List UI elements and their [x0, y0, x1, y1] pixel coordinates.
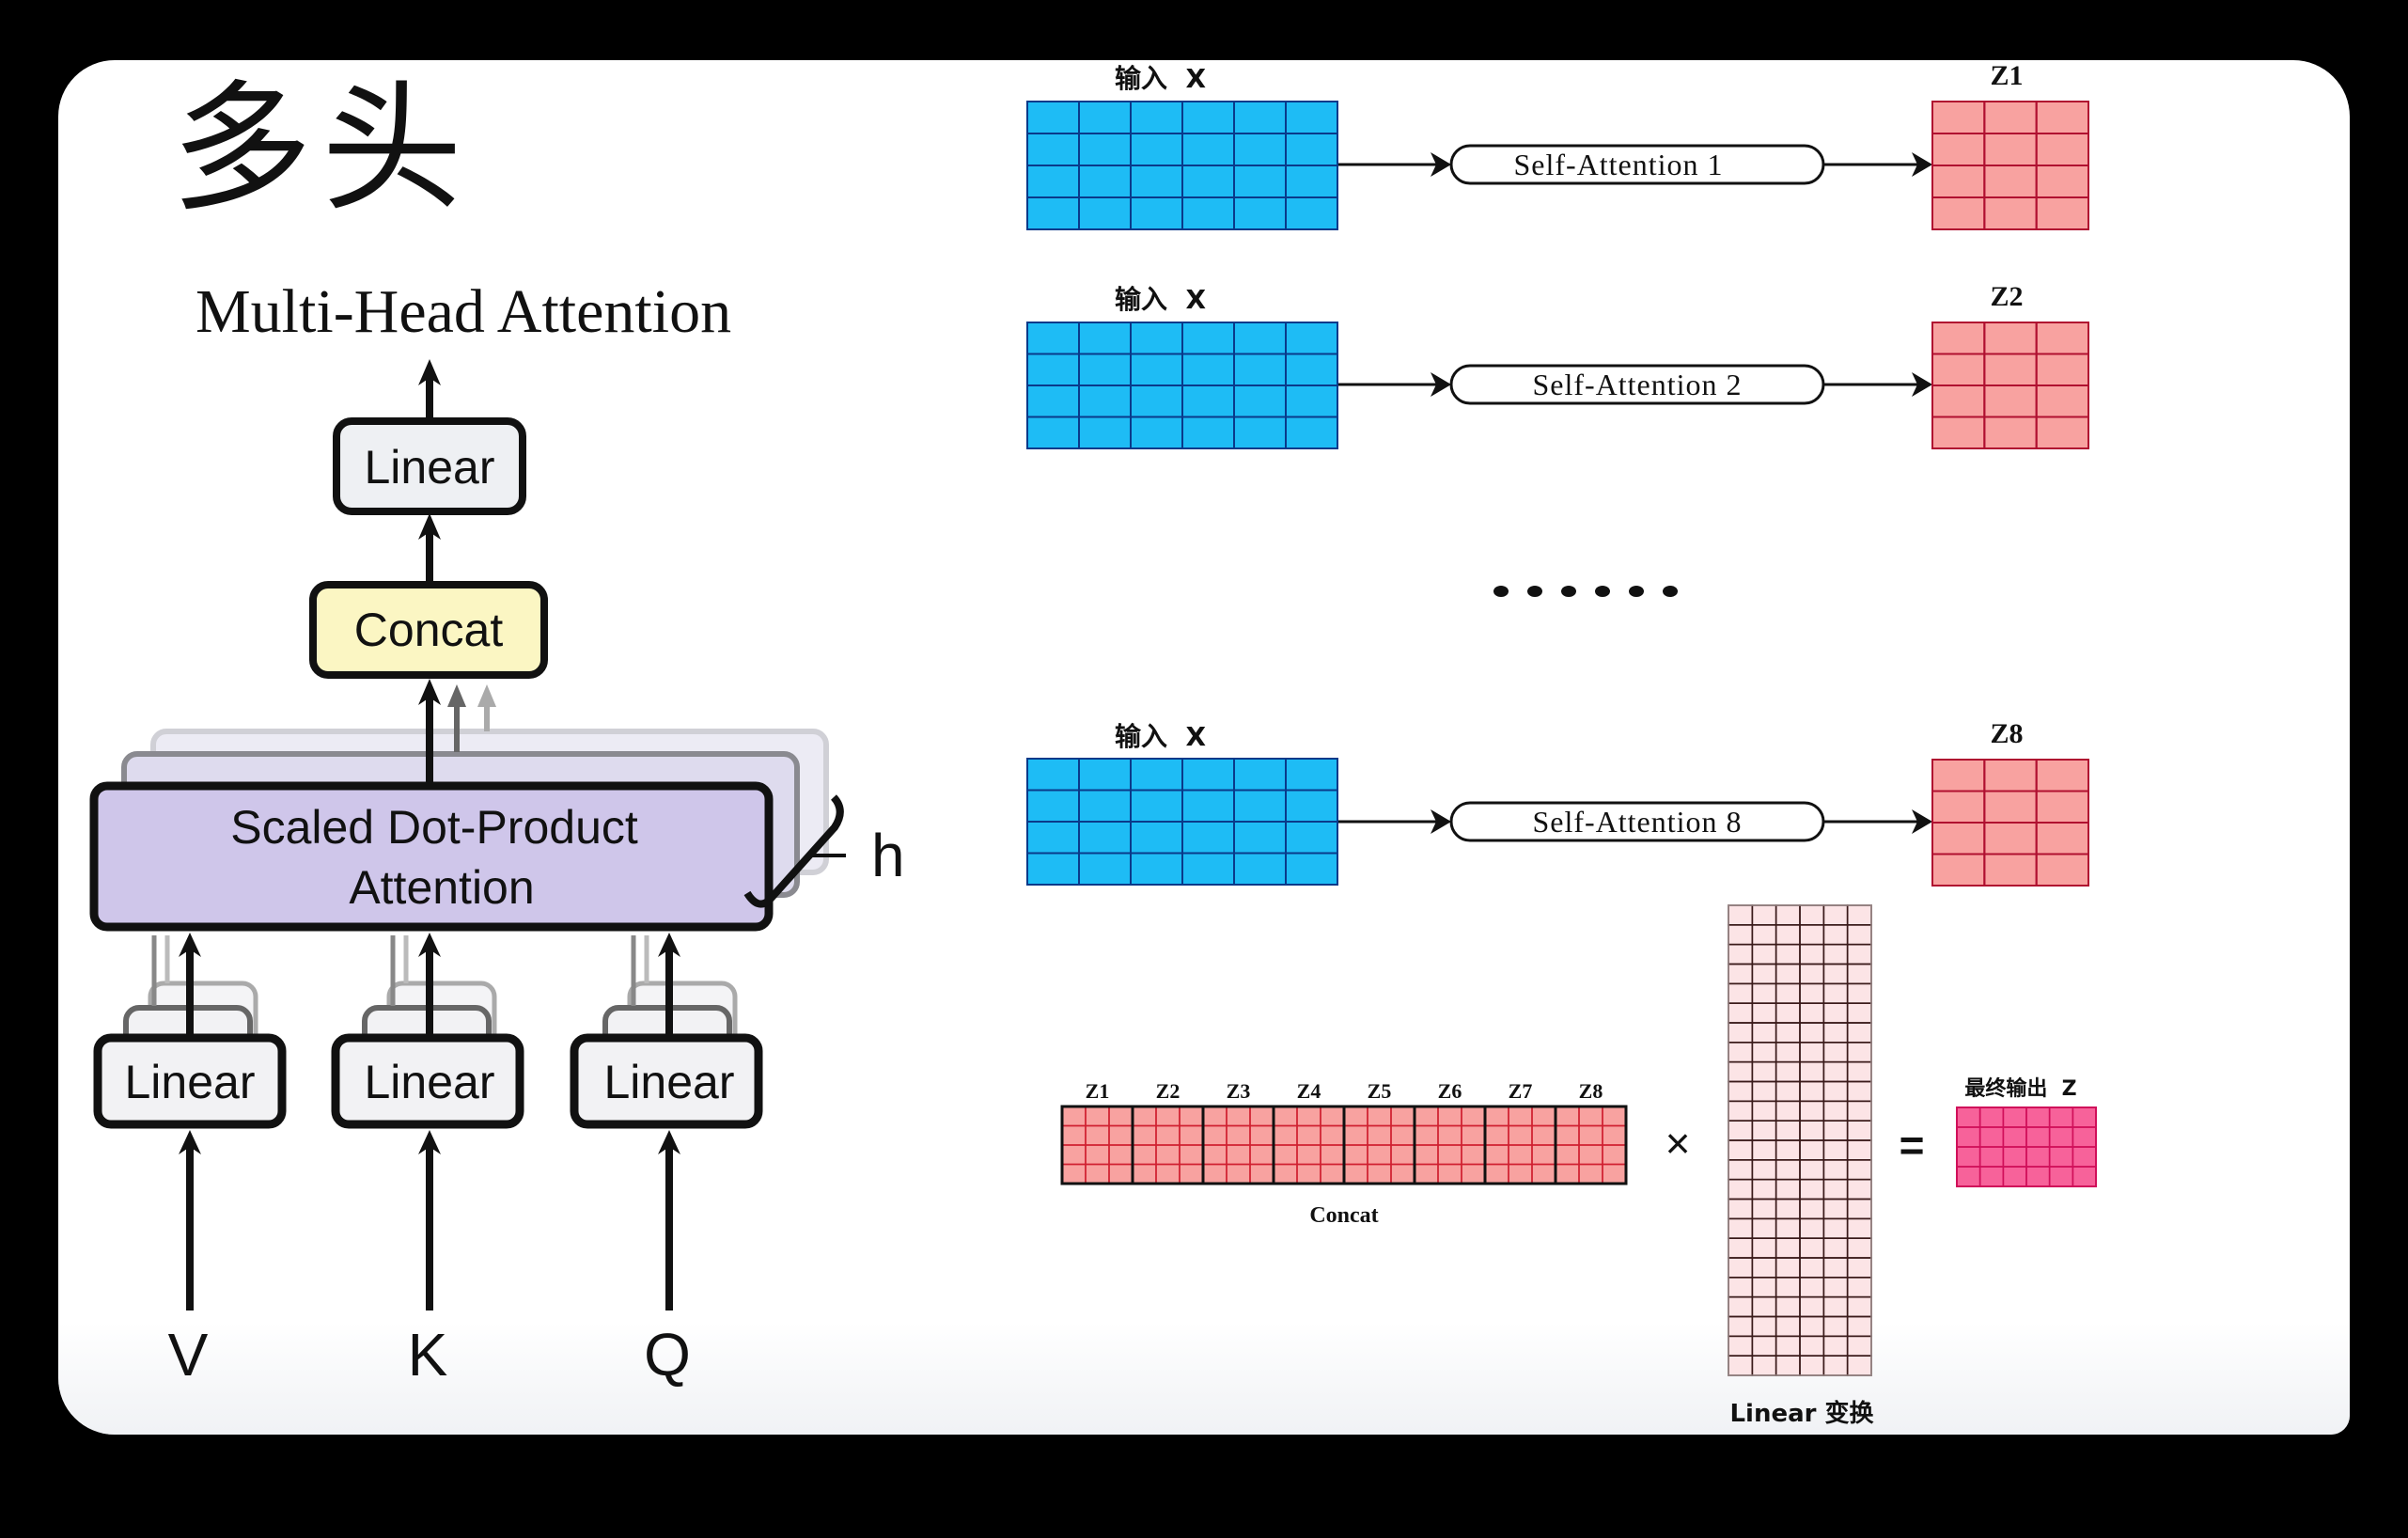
- ghost-arrow-3-head: [477, 684, 496, 707]
- output-linear-box: Linear: [333, 417, 526, 515]
- matrix-border: [1728, 904, 1872, 1376]
- concat-z-labels: Z1 Z2 Z3 Z4 Z5 Z6 Z7 Z8: [1086, 1079, 1603, 1103]
- final-output-label: 最终输出 Z: [1964, 1076, 2076, 1101]
- concat-z-label: Z5: [1368, 1079, 1392, 1103]
- input-v-label: V: [168, 1321, 209, 1389]
- ghost-arrow-2-head: [447, 684, 466, 707]
- head-8-input-label: 输入 X: [1115, 721, 1206, 752]
- concat-z-label: Z4: [1297, 1079, 1321, 1103]
- concat-matrix: [1060, 1105, 1628, 1185]
- ellipsis-dot: [1663, 586, 1678, 597]
- sdpa-label-line1: Scaled Dot-Product: [230, 801, 638, 854]
- input-linear-q: Linear: [570, 935, 763, 1129]
- linear-transform-matrix: [1728, 904, 1872, 1376]
- multi-head-attention-diagram: Linear Concat Scaled Dot-Product Attenti…: [89, 359, 905, 1389]
- heads-label: h: [871, 822, 905, 889]
- matrix-border: [1026, 758, 1338, 886]
- concat-z-label: Z8: [1579, 1079, 1603, 1103]
- input-linear-k: Linear: [331, 935, 524, 1129]
- head-2-output-label: Z2: [1990, 281, 2023, 312]
- linear-transform-section: Linear 变换: [1728, 904, 1875, 1428]
- concat-z-label: Z1: [1086, 1079, 1110, 1103]
- concat-label: Concat: [354, 604, 504, 656]
- input-arrows: [179, 1130, 680, 1310]
- head-1-z-matrix: [1931, 101, 2090, 230]
- head-1-self-attention-label: Self-Attention 1: [1513, 148, 1723, 181]
- input-linear-v-label: Linear: [125, 1056, 256, 1108]
- slide-title-cn: 多头: [171, 68, 473, 231]
- concat-z-label: Z3: [1227, 1079, 1251, 1103]
- matrix-border: [1554, 1105, 1628, 1185]
- linear-to-sdpa-arrows: [179, 933, 680, 1034]
- head-2-input-label: 输入 X: [1115, 284, 1206, 315]
- concat-to-linear-arrow-head: [418, 513, 441, 540]
- output-linear-label: Linear: [365, 441, 495, 494]
- input-k-label: K: [408, 1321, 448, 1389]
- head-8-z-matrix: [1931, 759, 2090, 887]
- final-output-matrix: [1956, 1106, 2097, 1187]
- head-1-output-label: Z1: [1990, 60, 2023, 91]
- concat-z-label: Z6: [1438, 1079, 1462, 1103]
- head-8-self-attention-label: Self-Attention 8: [1532, 805, 1742, 839]
- multi-head-attention-title: Multi-Head Attention: [195, 277, 732, 346]
- matrix-border: [1026, 101, 1338, 230]
- sdpa-to-concat-arrow-head: [418, 679, 441, 705]
- equals-sign: =: [1900, 1121, 1925, 1169]
- ellipsis-dot: [1561, 586, 1576, 597]
- concat-caption: Concat: [1309, 1203, 1378, 1228]
- concat-z-label: Z7: [1509, 1079, 1533, 1103]
- matrix-border: [1956, 1106, 2097, 1187]
- input-linear-v: Linear: [93, 935, 287, 1129]
- matrix-border: [1931, 759, 2089, 887]
- head-2-self-attention-label: Self-Attention 2: [1532, 368, 1742, 401]
- head-1-input-label: 输入 X: [1115, 63, 1206, 94]
- concat-section: Z1 Z2 Z3 Z4 Z5 Z6 Z7 Z8 Concat: [1060, 1079, 1628, 1228]
- input-linear-q-label: Linear: [604, 1056, 735, 1108]
- matrix-border: [1026, 322, 1338, 449]
- ellipsis-dot: [1595, 586, 1610, 597]
- head-8-input-matrix: [1026, 758, 1338, 886]
- head-row-2: 输入 X Self-Attention 2 Z2: [1026, 281, 2090, 449]
- head-1-input-matrix: [1026, 101, 1338, 230]
- scaled-dot-product-attention-box: Scaled Dot-Product Attention: [89, 781, 774, 932]
- head-8-output-label: Z8: [1990, 718, 2023, 749]
- head-2-input-matrix: [1026, 322, 1338, 449]
- head-2-z-matrix: [1931, 322, 2090, 449]
- matrix-border: [1931, 101, 2089, 230]
- matrix-border: [1931, 322, 2089, 449]
- sdpa-label-line2: Attention: [349, 861, 534, 914]
- ellipsis-dot: [1493, 586, 1509, 597]
- ellipsis-dot: [1527, 586, 1542, 597]
- screen-glare: [58, 1322, 2350, 1435]
- output-arrow-head: [418, 359, 441, 385]
- ellipsis-dots: [1493, 586, 1678, 597]
- input-linear-k-label: Linear: [365, 1056, 495, 1108]
- concat-box: Concat: [309, 581, 548, 679]
- final-output-section: 最终输出 Z: [1956, 1076, 2097, 1187]
- head-row-1: 输入 X Self-Attention 1 Z1: [1026, 60, 2090, 230]
- head-row-8: 输入 X Self-Attention 8 Z8: [1026, 718, 2090, 887]
- self-attention-heads: 输入 X Self-Attention 1 Z1 输入 X Self-Atten…: [1026, 60, 2090, 887]
- heads-brace-icon: [743, 794, 844, 908]
- multiply-sign: ×: [1665, 1119, 1691, 1168]
- concat-z-label: Z2: [1156, 1079, 1181, 1103]
- ellipsis-dot: [1629, 586, 1644, 597]
- input-q-label: Q: [644, 1321, 691, 1389]
- linear-transform-caption: Linear 变换: [1729, 1399, 1874, 1428]
